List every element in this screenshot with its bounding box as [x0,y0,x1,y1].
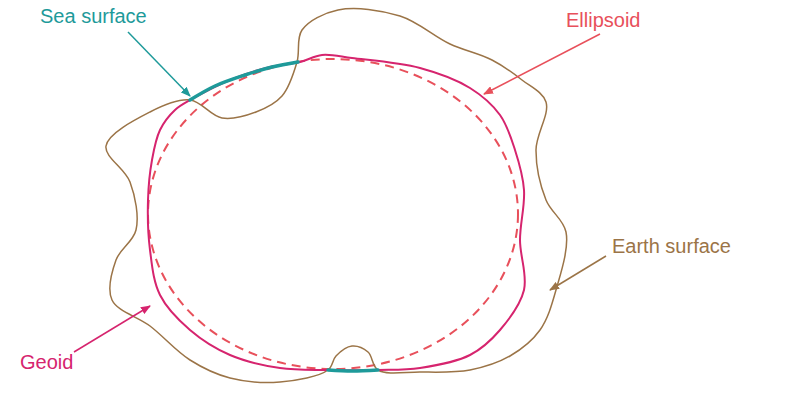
geoid-outline [148,55,525,370]
callout-label: Geoid [20,350,73,374]
earth-surface-outline [106,9,567,383]
callout-label: Earth surface [612,234,731,258]
sea-surface-segment [328,370,378,371]
ellipsoid-outline [148,59,518,369]
sea-surface-segment [190,62,298,100]
leader-line [550,256,606,290]
leader-line [74,306,150,352]
leader-line [484,34,600,94]
callout-label: Ellipsoid [566,8,640,32]
leader-line [128,32,190,96]
callout-label: Sea surface [40,4,147,28]
